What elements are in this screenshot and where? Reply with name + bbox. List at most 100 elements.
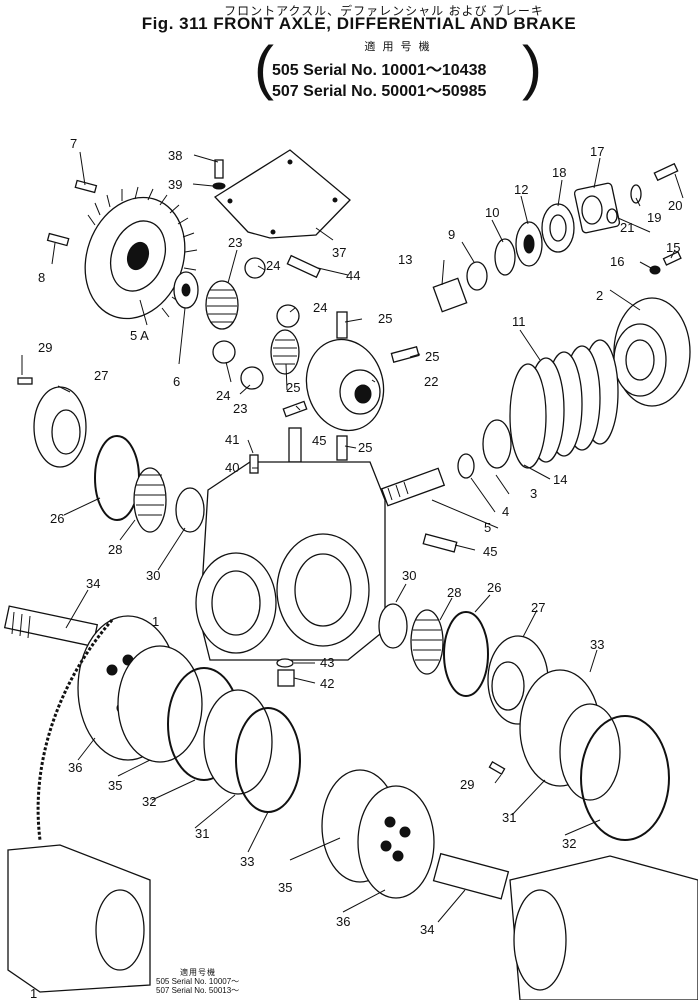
- part-label: 29: [38, 340, 52, 355]
- axle-shaft-34-left: [3, 605, 99, 648]
- part-label: 7: [70, 136, 77, 151]
- rings-32-31-33-left: [167, 667, 301, 813]
- right-paren: ): [522, 34, 542, 101]
- part-label: 13: [398, 252, 412, 267]
- o-ring-26-right: [443, 611, 489, 697]
- brake-housing-2: [613, 297, 691, 407]
- part-label: 1: [152, 614, 159, 629]
- leader-lines: [21, 151, 684, 923]
- bottom-note-jp-label: 適用号機: [180, 968, 216, 977]
- part-label: 25: [358, 440, 372, 455]
- part-labels: 7 8 5 A 6 38 39 37 23 24 24 44 25 25 22 …: [30, 136, 682, 1000]
- axle-shaft-34-right: [432, 852, 510, 900]
- bottom-note-line-505: 505 Serial No. 10007～: [156, 977, 240, 986]
- part-label: 15: [666, 240, 680, 255]
- spring-28-right: [410, 609, 444, 675]
- part-label: 42: [320, 676, 334, 691]
- plug-42-43: [276, 658, 295, 687]
- seal-30-right: [378, 603, 408, 649]
- pin-25: [282, 311, 420, 461]
- part-label: 11: [512, 314, 526, 329]
- part-label: 33: [590, 637, 604, 652]
- washer-6: [173, 271, 199, 309]
- part-label: 31: [195, 826, 209, 841]
- part-label: 35: [108, 778, 122, 793]
- part-label: 25: [378, 311, 392, 326]
- part-label: 24: [266, 258, 280, 273]
- inset-housing-left: [7, 844, 151, 993]
- part-label: 23: [233, 401, 247, 416]
- part-label: 34: [420, 922, 434, 937]
- axle-housing-1: [195, 461, 386, 661]
- part-label: 41: [225, 432, 239, 447]
- part-label: 14: [553, 472, 567, 487]
- part-label: 26: [50, 511, 64, 526]
- part-label: 2: [596, 288, 603, 303]
- part-label: 45: [483, 544, 497, 559]
- serial-line-505: 505 Serial No. 10001～10438: [272, 62, 487, 79]
- part-label: 27: [531, 600, 545, 615]
- part-label: 10: [485, 205, 499, 220]
- ring-gear-5a: [84, 186, 198, 320]
- bottom-serial-note: 適用号機 505 Serial No. 10007～ 507 Serial No…: [156, 968, 239, 995]
- part-label: 43: [320, 655, 334, 670]
- o-ring-26-left: [94, 435, 140, 521]
- bottom-note-line-507: 507 Serial No. 50013～: [156, 986, 240, 995]
- part-label: 32: [562, 836, 576, 851]
- part-label: 24: [216, 388, 230, 403]
- part-label: 33: [240, 854, 254, 869]
- pin-44: [286, 254, 322, 279]
- part-label: 5: [484, 520, 491, 535]
- washer-16: [649, 265, 661, 275]
- serial-applicability-box: ( ) 適 用 号 機 505 Serial No. 10001～10438 5…: [254, 36, 542, 106]
- part-label: 18: [552, 165, 566, 180]
- part-label: 28: [447, 585, 461, 600]
- left-paren: (: [254, 34, 274, 101]
- part-label: 36: [68, 760, 82, 775]
- part-label: 16: [610, 254, 624, 269]
- spring-28-left: [133, 467, 167, 533]
- bolt-15: [662, 251, 682, 266]
- piston-31-33-right: [519, 669, 670, 841]
- part-label: 22: [424, 374, 438, 389]
- differential-case-22: [305, 338, 385, 432]
- japanese-title: フロントアクスル、デファレンシャル および ブレーキ: [224, 4, 544, 18]
- part-label: 1: [30, 986, 37, 1000]
- part-label: 34: [86, 576, 100, 591]
- part-label: 9: [448, 227, 455, 242]
- bearing-10: [494, 238, 516, 276]
- seal-18: [541, 203, 575, 253]
- part-label: 12: [514, 182, 528, 197]
- part-label: 5 A: [130, 328, 149, 343]
- figure-title: Fig. 311 FRONT AXLE, DIFFERENTIAL AND BR…: [141, 14, 577, 33]
- part-label: 23: [228, 235, 242, 250]
- part-label: 8: [38, 270, 45, 285]
- side-gear-23-bottom: [270, 329, 300, 375]
- part-label: 26: [487, 580, 501, 595]
- part-label: 20: [668, 198, 682, 213]
- cover-37: [213, 149, 351, 239]
- brake-discs-11: [509, 339, 619, 469]
- part-label: 25: [286, 380, 300, 395]
- part-label: 44: [346, 268, 360, 283]
- spacer-13: [432, 277, 468, 313]
- part-label: 3: [530, 486, 537, 501]
- part-label: 4: [502, 504, 509, 519]
- ring-9: [466, 261, 488, 291]
- part-label: 30: [402, 568, 416, 583]
- part-label: 17: [590, 144, 604, 159]
- seal-30-left: [175, 487, 205, 533]
- bearing-3: [457, 453, 475, 479]
- ring-19: [630, 184, 642, 204]
- part-label: 37: [332, 245, 346, 260]
- part-label: 35: [278, 880, 292, 895]
- part-label: 6: [173, 374, 180, 389]
- side-gear-23-top: [205, 280, 239, 330]
- washer-21: [606, 208, 618, 224]
- serial-jp-label: 適 用 号 機: [364, 41, 432, 53]
- plate-14: [482, 419, 512, 469]
- bolt-8: [46, 232, 70, 247]
- part-label: 36: [336, 914, 350, 929]
- part-label: 30: [146, 568, 160, 583]
- bolt-29: [17, 377, 506, 775]
